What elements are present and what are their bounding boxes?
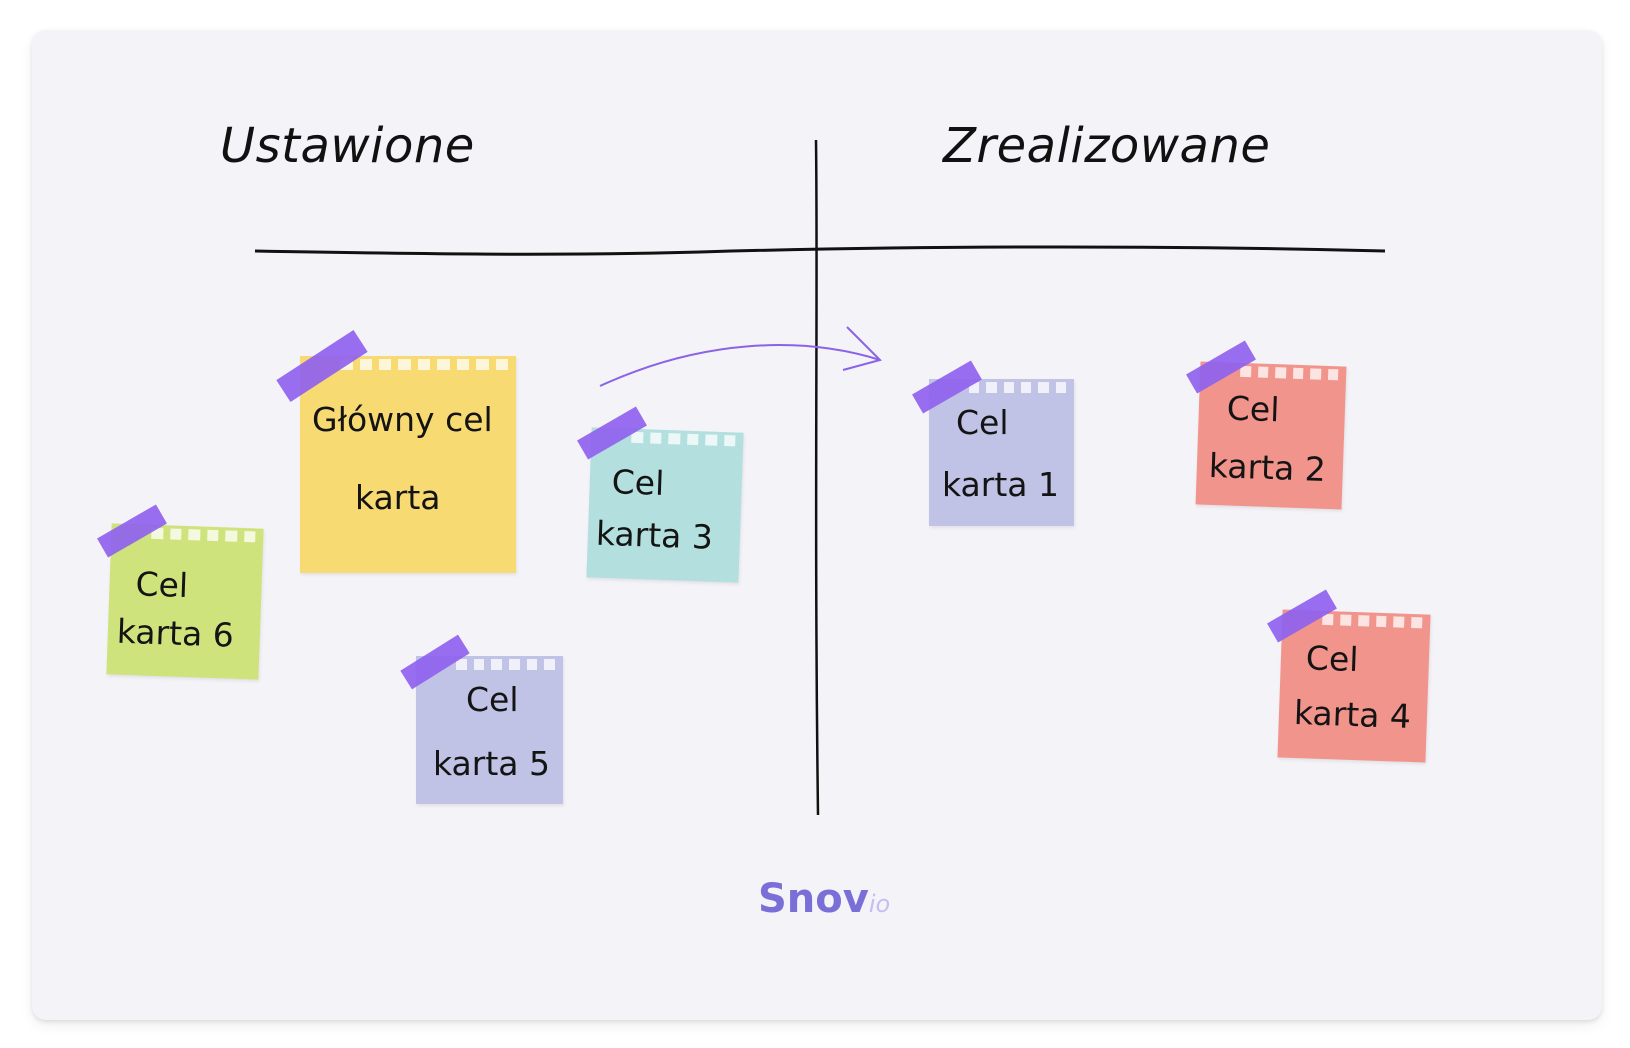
sticky-note-card-5[interactable]: Cel karta 5 bbox=[416, 656, 563, 804]
note-text: karta 5 bbox=[433, 744, 550, 783]
note-text: Cel bbox=[134, 564, 189, 606]
note-text: karta 2 bbox=[1208, 445, 1327, 489]
brand-name: Snov bbox=[758, 876, 869, 922]
note-text: karta 3 bbox=[595, 513, 714, 557]
note-text: Cel bbox=[1226, 388, 1281, 430]
sticky-note-card-1[interactable]: Cel karta 1 bbox=[929, 379, 1074, 526]
note-text: karta bbox=[355, 478, 441, 517]
note-text: karta 1 bbox=[942, 465, 1059, 504]
note-text: Cel bbox=[466, 680, 519, 719]
note-text: karta 6 bbox=[116, 611, 235, 655]
note-text: Główny cel bbox=[312, 400, 493, 439]
board bbox=[32, 30, 1602, 1020]
sticky-note-main[interactable]: Główny cel karta bbox=[300, 356, 516, 573]
sticky-note-card-2[interactable]: Cel karta 2 bbox=[1195, 361, 1347, 510]
column-title-done: Zrealizowane bbox=[943, 118, 1271, 174]
brand-suffix: io bbox=[868, 890, 891, 918]
note-text: Cel bbox=[1305, 638, 1360, 680]
sticky-note-card-4[interactable]: Cel karta 4 bbox=[1277, 609, 1431, 763]
sticky-note-card-3[interactable]: Cel karta 3 bbox=[586, 427, 744, 583]
note-text: Cel bbox=[956, 403, 1009, 442]
sticky-note-card-6[interactable]: Cel karta 6 bbox=[106, 523, 264, 680]
column-title-set: Ustawione bbox=[220, 118, 475, 174]
brand-logo: Snovio bbox=[758, 876, 890, 922]
note-text: karta 4 bbox=[1293, 692, 1412, 736]
note-text: Cel bbox=[611, 462, 665, 503]
